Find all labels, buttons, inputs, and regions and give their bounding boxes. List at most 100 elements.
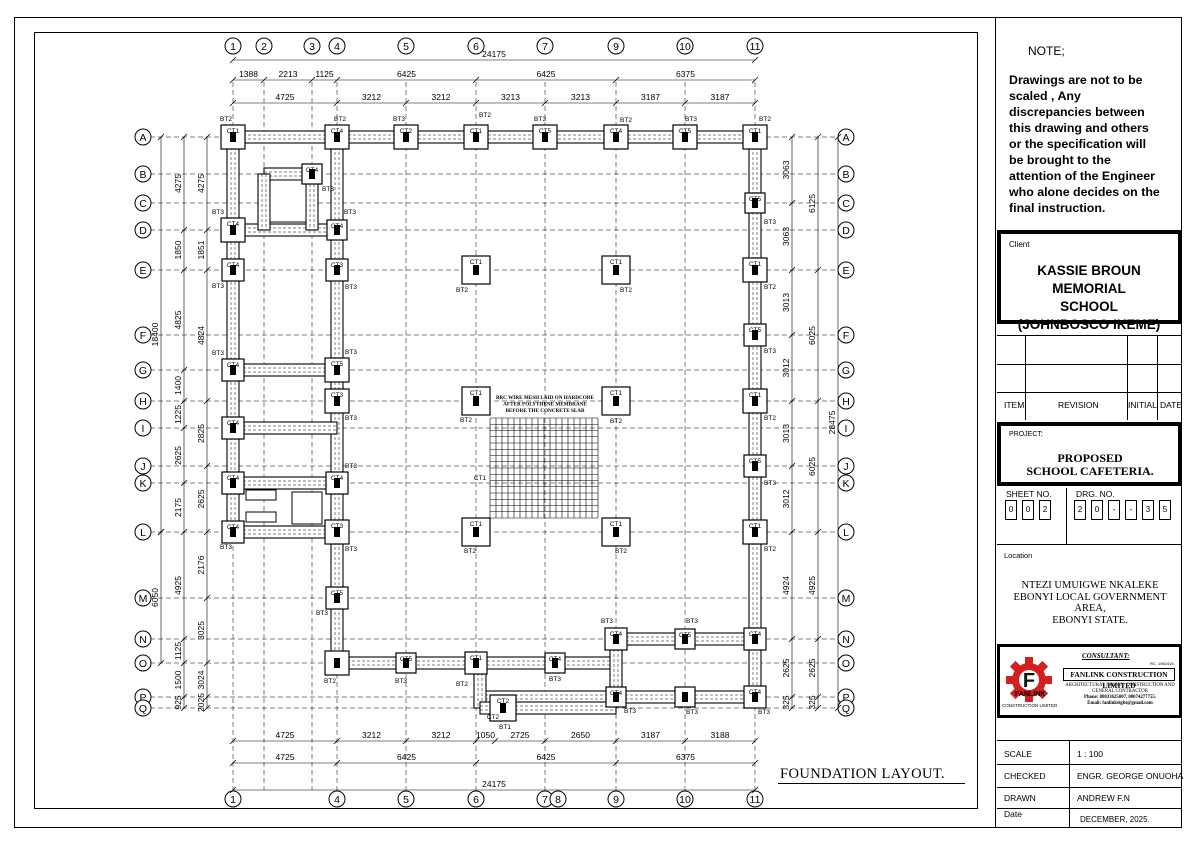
logo-subtitle: CONSTRUCTION LIMITED	[1002, 703, 1058, 708]
base-type-label: BT3	[345, 415, 357, 422]
dim-bottom-2-label: 4725	[276, 752, 295, 762]
dim-left-2-tick	[203, 462, 211, 470]
strip-footing	[232, 421, 338, 435]
column-base-label: CT4	[749, 689, 762, 696]
base-type-label: BT3	[686, 709, 698, 716]
column-base-label: CT3	[331, 523, 344, 530]
dim-left-1-tick	[180, 693, 188, 701]
drawn-label: DRAWN	[1004, 793, 1036, 803]
dim-left-total-2-label: 6050	[150, 588, 160, 607]
grid-bubble-label: G	[139, 365, 147, 377]
dim-left-1-tick	[180, 635, 188, 643]
dim-left-2-tick	[203, 133, 211, 141]
grid-bubble-label: 7	[542, 794, 548, 806]
grid-bubble	[134, 326, 152, 344]
dim-top-2-tick	[333, 99, 341, 107]
project-box	[997, 422, 1182, 486]
dim-right-2-label: 3063	[781, 160, 791, 179]
dim-left-2-tick	[203, 659, 211, 667]
checked-value: ENGR. GEORGE ONUOHA	[1077, 771, 1184, 781]
column-stub	[752, 634, 758, 644]
base-type-label: BT3	[764, 348, 776, 355]
column-stub	[682, 132, 688, 142]
base-type-label: BT3	[345, 284, 357, 291]
grid-bubble-label: O	[842, 658, 850, 670]
column-base-label: CT4	[331, 475, 344, 482]
rev-initial-header: INITIAL	[1128, 400, 1157, 410]
column-stub	[752, 265, 758, 275]
base-type-label: BT3	[344, 209, 356, 216]
dim-top-1-label: 6375	[676, 69, 695, 79]
dim-left-2-label: 3024	[196, 670, 206, 689]
dim-left-1-label: 4925	[173, 576, 183, 595]
column-base-label: CT4	[331, 223, 344, 230]
grid-bubble-label: 1	[230, 794, 236, 806]
base-type-label: BT1	[499, 724, 511, 731]
grid-bubble	[224, 790, 242, 808]
location-line: EBONYI LOCAL GOVERNMENT	[1013, 591, 1167, 603]
dim-left-2-label: 3025	[196, 621, 206, 640]
dim-right-total-tick	[834, 704, 842, 712]
note-body: Drawings are not to be scaled , Any disc…	[1009, 72, 1177, 216]
grid-bubble	[224, 37, 242, 55]
dim-top-total-tick	[229, 56, 237, 64]
dim-left-1-label: 2175	[173, 498, 183, 517]
dim-bottom-1-label: 3187	[641, 730, 660, 740]
column-base-label: CT4	[610, 128, 623, 135]
inner-room	[245, 511, 277, 523]
base-type-label: BT2	[620, 117, 632, 124]
dim-left-1-tick	[180, 704, 188, 712]
grid-bubble	[676, 37, 694, 55]
dim-right-1-label: 6125	[807, 194, 817, 213]
base-type-label: BT3	[764, 480, 776, 487]
grid-bubble-label: F	[843, 330, 849, 342]
grid-bubble-label: N	[139, 634, 147, 646]
column-stub	[500, 703, 506, 713]
grid-bubble-label: L	[843, 527, 849, 539]
dim-right-1-label: 2625	[807, 658, 817, 677]
grid-bubble	[134, 699, 152, 717]
dim-top-2-label: 3213	[571, 92, 590, 102]
dim-bottom-1-label: 3212	[362, 730, 381, 740]
dim-left-2-tick	[203, 397, 211, 405]
consultant-desc: ARCHITECTURAL DESIGN, CONSTRUCTION AND G…	[1060, 683, 1180, 695]
consultant-name: FANLINK CONSTRUCTION LIMITED	[1063, 668, 1175, 690]
dim-left-1-tick	[180, 659, 188, 667]
drawing-title-underline	[778, 783, 965, 784]
grid-bubble	[134, 474, 152, 492]
grid-bubble-label: N	[842, 634, 850, 646]
location-label: Location	[1004, 551, 1033, 560]
column-base-label: CT1	[470, 390, 483, 397]
sheet-no-label: SHEET NO.	[1006, 489, 1052, 499]
dim-top-2-tick	[541, 99, 549, 107]
note-line: discrepancies between	[1009, 105, 1145, 119]
base-type-label: BT2	[759, 116, 771, 123]
column-stub	[682, 634, 688, 644]
column-stub	[613, 132, 619, 142]
base-type-label: BT3	[345, 463, 357, 470]
grid-bubble-label: 4	[334, 41, 340, 53]
grid-bubble-label: I	[142, 423, 145, 435]
column-base-label: CT5	[679, 632, 692, 639]
dim-left-2-label: 2825	[196, 424, 206, 443]
info-line	[997, 787, 1182, 788]
dim-left-2-label: 2625	[196, 489, 206, 508]
grid-bubble	[134, 523, 152, 541]
dim-right-1-label: 4925	[807, 576, 817, 595]
column-stub	[552, 658, 558, 668]
dim-top-total-tick	[751, 56, 759, 64]
dim-left-total-tick	[157, 133, 165, 141]
info-line	[997, 764, 1182, 765]
dim-left-1-tick	[180, 226, 188, 234]
rev-table-vline	[1157, 335, 1158, 420]
note-line: Drawings are not to be	[1009, 73, 1143, 87]
dim-top-2-label: 3213	[501, 92, 520, 102]
strip-footing	[232, 363, 338, 377]
column-base-label: CT1	[749, 128, 762, 135]
column-stub	[473, 527, 479, 537]
dim-right-2-label: 3013	[781, 424, 791, 443]
inner-room	[291, 491, 323, 525]
note-line: attention of the Engineer	[1009, 169, 1155, 183]
grid-bubble-label: 10	[679, 41, 691, 53]
base-type-label: BT3	[624, 708, 636, 715]
